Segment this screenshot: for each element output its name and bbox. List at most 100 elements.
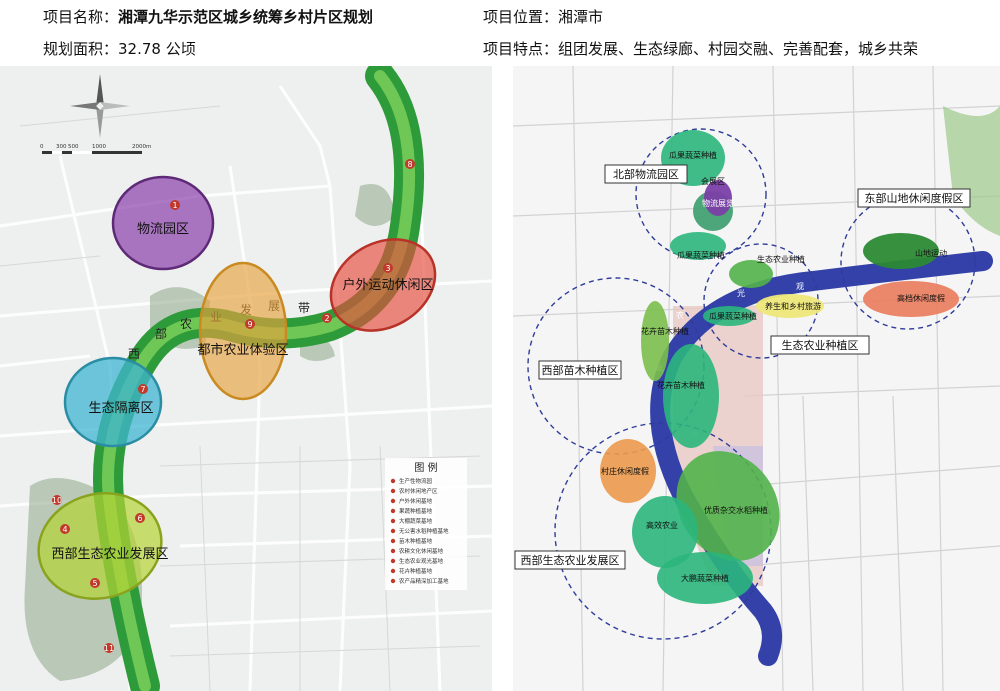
marker-2[interactable]: 2 [322, 313, 332, 323]
svg-text:3: 3 [385, 264, 390, 273]
legend-item-2: 农村休闲地产区 [399, 487, 438, 495]
marker-9[interactable]: 9 [245, 319, 255, 329]
sightseeing-agriculture-band [650, 251, 993, 666]
zone-urban-agriculture-label: 都市农业体验区 [197, 342, 288, 358]
corridor-char-3: 农 [180, 317, 192, 331]
legend-item-5: 大棚蔬菜基地 [399, 517, 433, 525]
east-green-edge [943, 106, 1000, 236]
legend-item-10: 花卉种植基地 [399, 567, 433, 575]
marker-6[interactable]: 6 [135, 513, 145, 523]
project-location: 项目位置：湘潭市 [483, 6, 603, 27]
zone-title-east-mountain[interactable]: 东部山地休闲度假区 [857, 188, 971, 208]
patch-label-dapeng: 大鹏蔬菜种植 [681, 573, 729, 583]
patch-label-huahui-2: 花卉苗木种植 [657, 380, 705, 390]
legend-item-6: 无公害水稻种植基地 [399, 527, 449, 535]
scale-tick-2000: 2000m [132, 144, 151, 150]
north-arrow-icon [70, 74, 130, 138]
marker-7[interactable]: 7 [138, 384, 148, 394]
patch-labels: 瓜果蔬菜种植 会展区 物流展览 瓜果蔬菜种植 生态农业种植 山地运动 高档休闲度… [601, 150, 947, 583]
corridor-char-7: 带 [298, 301, 310, 315]
legend-item-7: 苗木种植基地 [399, 537, 433, 545]
road-grid [0, 85, 492, 691]
zone-titles: 北部物流园区 东部山地休闲度假区 西部苗木种植区 生态农业种植区 西部生态农业发… [514, 164, 971, 570]
zone-outdoor-sports-label: 户外运动休闲区 [342, 277, 433, 293]
legend-item-4: 果蔬种植基地 [399, 507, 433, 515]
map-divider [492, 66, 513, 691]
legend-title: 图 例 [414, 461, 437, 474]
zone-outdoor-sports[interactable]: 户外运动休闲区 [314, 221, 451, 349]
svg-text:10: 10 [52, 496, 62, 505]
svg-text:5: 5 [92, 579, 97, 588]
patch-label-guoshu-bottom: 瓜果蔬菜种植 [677, 250, 725, 260]
scale-tick-0: 0 [40, 144, 44, 150]
svg-text:东部山地休闲度假区: 东部山地休闲度假区 [865, 191, 964, 205]
zone-ecological-isolation-label: 生态隔离区 [88, 400, 153, 416]
svg-text:西部生态农业发展区: 西部生态农业发展区 [521, 553, 620, 567]
patch-label-gaodang: 高档休闲度假 [897, 293, 945, 303]
patches [600, 130, 959, 604]
legend-item-11: 农产品精深加工基地 [399, 577, 449, 585]
svg-text:7: 7 [140, 385, 145, 394]
marker-8[interactable]: 8 [405, 159, 415, 169]
zone-title-west-eco-agriculture[interactable]: 西部生态农业发展区 [514, 550, 626, 570]
band-char-1: 观 [796, 282, 804, 291]
patch-label-wuliu: 物流展览 [702, 198, 734, 208]
scale-bar: 0 300 500 1000 2000m [40, 144, 151, 154]
svg-text:11: 11 [104, 644, 114, 653]
project-location-label: 项目位置： [483, 8, 559, 26]
marker-3[interactable]: 3 [383, 263, 393, 273]
project-name-value: 湘潭九华示范区城乡统筹乡村片区规划 [118, 8, 374, 26]
zone-title-eco-planting[interactable]: 生态农业种植区 [770, 335, 870, 355]
legend-item-3: 户外休闲基地 [399, 497, 433, 505]
svg-text:4: 4 [62, 525, 67, 534]
svg-text:1: 1 [172, 201, 177, 210]
right-plan-map: 观 光 农 业 带 瓜果蔬菜种植 会展区 物流展览 瓜果蔬菜种植 生 [513, 66, 1000, 691]
corridor-char-2: 部 [155, 326, 167, 341]
left-plan-map: 西 部 农 业 发 展 带 物流园区 户外运动休闲区 都市农业体验区 生态隔离区… [0, 66, 492, 691]
patch-label-gaoxiao: 高效农业 [646, 520, 678, 530]
zone-west-eco-agriculture[interactable]: 西部生态农业发展区 [27, 480, 174, 613]
band-char-3: 农 [676, 310, 684, 320]
markers: 1 2 3 4 5 6 7 8 9 10 11 [52, 159, 415, 653]
scale-tick-1000: 1000 [92, 144, 106, 150]
patch-label-shandi: 山地运动 [915, 248, 947, 258]
zone-logistics[interactable]: 物流园区 [111, 175, 215, 271]
svg-text:生态农业种植区: 生态农业种植区 [782, 338, 859, 352]
zone-title-north-logistics[interactable]: 北部物流园区 [604, 164, 688, 184]
patch-label-yangsheng: 养生和乡村旅游 [765, 301, 821, 311]
marker-5[interactable]: 5 [90, 578, 100, 588]
zone-title-west-nursery[interactable]: 西部苗木种植区 [538, 360, 622, 380]
project-features: 项目特点：组团发展、生态绿廊、村园交融、完善配套，城乡共荣 [483, 40, 919, 58]
patch-label-huizhan: 会展区 [701, 176, 725, 186]
left-map-svg: 西 部 农 业 发 展 带 物流园区 户外运动休闲区 都市农业体验区 生态隔离区… [0, 66, 492, 691]
patch-label-guoshu-top: 瓜果蔬菜种植 [669, 150, 717, 160]
patch-label-stnyzz: 生态农业种植 [757, 254, 805, 264]
svg-text:8: 8 [407, 160, 412, 169]
zone-ecological-isolation[interactable]: 生态隔离区 [63, 356, 163, 448]
project-location-value: 湘潭市 [558, 8, 604, 26]
scale-tick-500: 500 [68, 144, 79, 150]
planning-area: 规划面积：32.78 公顷 [43, 40, 196, 58]
zone-west-eco-agriculture-label: 西部生态农业发展区 [51, 546, 168, 562]
project-name-label: 项目名称： [43, 8, 119, 26]
marker-10[interactable]: 10 [52, 495, 62, 505]
scale-tick-300: 300 [56, 144, 67, 150]
patch-label-cunzhuang: 村庄休闲度假 [601, 466, 649, 476]
svg-text:西部苗木种植区: 西部苗木种植区 [542, 363, 619, 377]
zone-logistics-label: 物流园区 [137, 222, 189, 237]
zone-urban-agriculture[interactable]: 都市农业体验区 [197, 261, 289, 401]
svg-text:北部物流园区: 北部物流园区 [613, 167, 679, 181]
marker-11[interactable]: 11 [104, 643, 114, 653]
right-map-svg: 观 光 农 业 带 瓜果蔬菜种植 会展区 物流展览 瓜果蔬菜种植 生 [513, 66, 1000, 691]
marker-1[interactable]: 1 [170, 200, 180, 210]
marker-4[interactable]: 4 [60, 524, 70, 534]
patch-label-guoshu-mid: 瓜果蔬菜种植 [709, 311, 757, 321]
legend-item-9: 生态农业观光基地 [399, 557, 444, 565]
svg-text:6: 6 [137, 514, 142, 523]
patch-label-huahui-1: 花卉苗木种植 [641, 326, 689, 336]
svg-text:2: 2 [324, 314, 329, 323]
project-name: 项目名称：湘潭九华示范区城乡统筹乡村片区规划 [43, 6, 373, 27]
corridor-char-1: 西 [128, 347, 140, 361]
band-char-2: 光 [737, 288, 745, 298]
svg-text:9: 9 [247, 320, 252, 329]
